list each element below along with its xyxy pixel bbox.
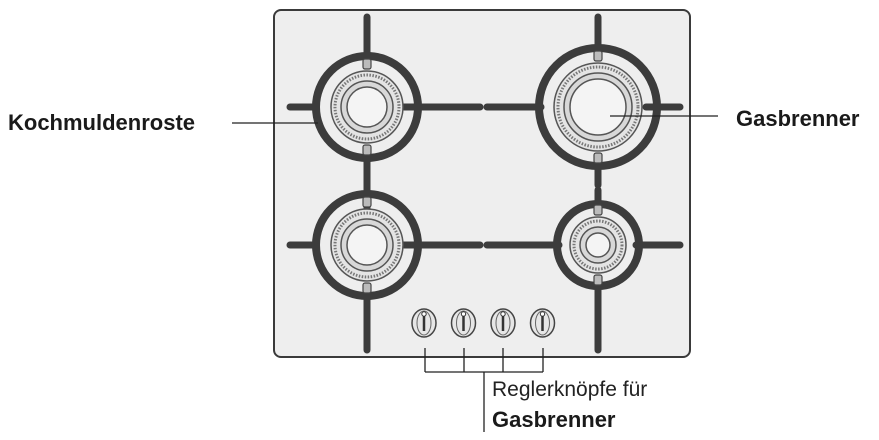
label-control-knobs-burner: Gasbrenner — [492, 407, 616, 432]
burner-rear-right — [535, 44, 661, 170]
grate-ring — [535, 44, 661, 170]
knob-ridge — [535, 310, 550, 336]
igniter — [362, 58, 372, 70]
knob-mark — [539, 311, 546, 317]
control-knob — [450, 308, 477, 338]
label-grates: Kochmuldenroste — [8, 110, 196, 135]
label-control-knobs: Reglerknöpfe für — [492, 378, 648, 401]
igniter — [593, 204, 603, 216]
burner-front-left — [312, 190, 422, 300]
leader-bracket-knobs — [424, 348, 544, 432]
burner-cap — [569, 78, 627, 136]
thermocouple — [593, 152, 603, 164]
control-knobs — [411, 308, 556, 338]
thermocouple — [362, 282, 372, 294]
burner-cap — [346, 86, 388, 128]
burner-flame-ring — [556, 65, 640, 149]
grate-ring — [553, 200, 643, 290]
control-knob — [529, 308, 556, 338]
burner-flame-ring — [333, 73, 401, 141]
thermocouple — [362, 144, 372, 156]
label-gas-burner: Gasbrenner — [736, 106, 860, 131]
thermocouple — [593, 274, 603, 286]
burner-rear-left — [312, 52, 422, 162]
burner-cap — [585, 232, 611, 258]
knob-ridge — [456, 310, 471, 336]
igniter — [362, 196, 372, 208]
burner-front-right — [553, 200, 643, 290]
knob-ridge — [495, 310, 511, 336]
control-knob — [490, 308, 516, 338]
knob-mark — [460, 311, 467, 317]
knob-ridge — [416, 310, 432, 336]
igniter — [593, 50, 603, 62]
control-knob — [411, 308, 437, 338]
knob-mark — [421, 311, 427, 317]
burner-flame-ring — [572, 219, 624, 271]
burners — [312, 44, 661, 300]
burner-cap — [346, 224, 388, 266]
grate-ring — [312, 52, 422, 162]
burner-flame-ring — [333, 211, 401, 279]
grate-ring — [312, 190, 422, 300]
knob-mark — [500, 311, 506, 317]
